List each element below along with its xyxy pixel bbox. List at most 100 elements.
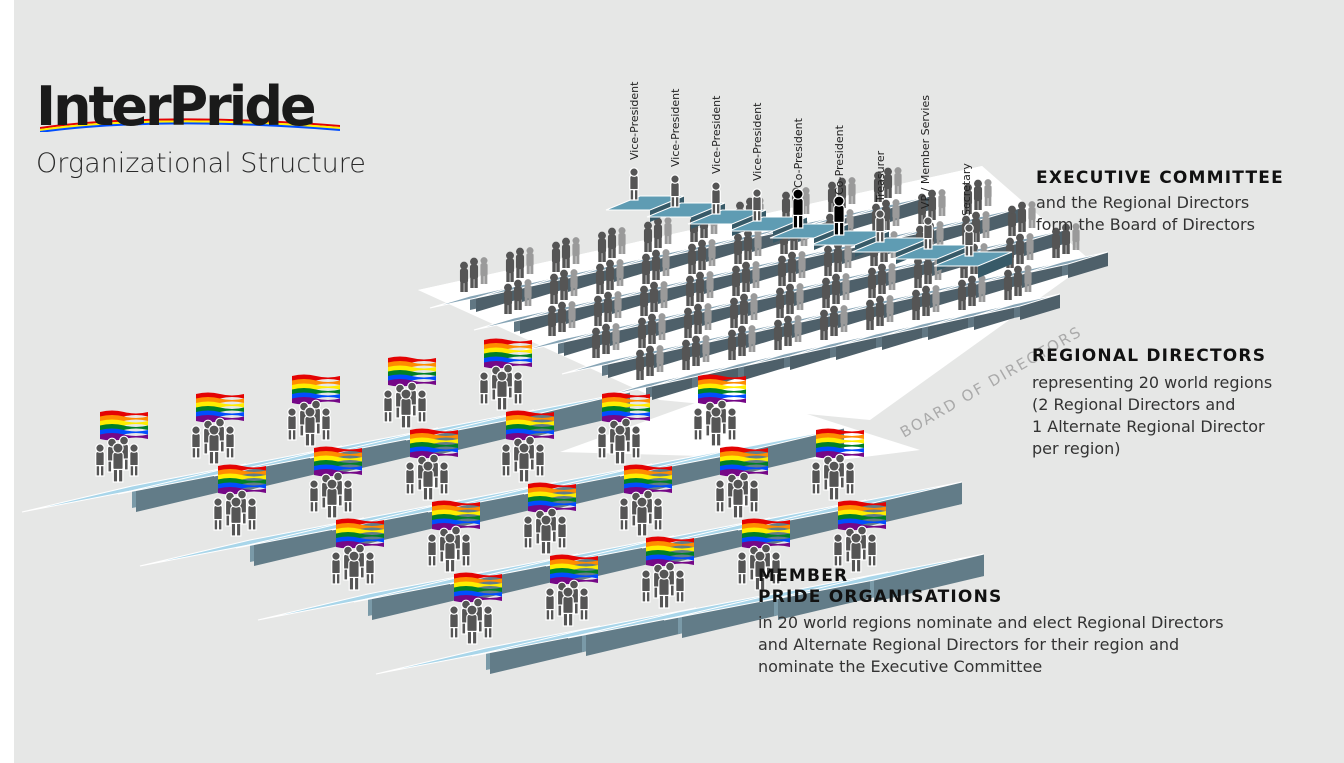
person-leg [736,286,740,296]
person-icon [693,407,703,441]
person-leg [700,228,704,238]
person-leg [878,192,882,202]
person-head [466,604,478,616]
member-tile [471,554,697,657]
person-head [732,478,744,490]
person-leg [516,268,520,278]
person-body [562,595,574,616]
person-leg [1010,258,1014,268]
member-heading-line-1: MEMBER [758,566,849,586]
person-body [741,268,751,284]
person-head [309,479,319,489]
person-body [557,522,567,540]
person-leg [602,252,606,262]
person-leg [702,260,706,270]
person-icon [326,478,338,519]
person-icon [773,319,783,350]
person-body [651,256,661,272]
person-icon [225,425,235,459]
person-leg [782,276,786,286]
person-icon [1024,265,1032,292]
person-body [681,346,691,362]
person-body [1072,229,1080,243]
person-head [830,305,838,314]
person-head [405,461,415,471]
person-head [912,289,920,298]
person-body [708,245,716,259]
person-leg [619,450,626,465]
person-leg [1026,251,1030,260]
person-body [461,540,471,558]
person-body [892,205,900,219]
person-leg [737,504,744,519]
person-head [568,301,576,309]
person-leg [631,514,637,527]
person-leg [880,252,884,262]
person-head [778,255,786,264]
person-body [208,433,220,454]
person-leg [1012,226,1016,236]
exec-line: and the Regional Directors [1036,193,1250,212]
person-head [688,243,696,252]
person-leg [650,302,654,312]
person-body [875,302,885,318]
person-body [549,280,559,296]
tile-top-face [605,195,685,211]
person-body [840,311,848,325]
person-leg [838,262,842,272]
person-head [802,187,810,195]
person-icon [649,281,659,312]
person-icon [653,217,663,248]
person-leg [548,326,552,336]
person-leg [568,319,572,328]
person-body [702,341,710,355]
person-icon [828,460,840,501]
person-leg [706,353,710,362]
person-leg [775,573,781,585]
regional-directors-heading: REGIONAL DIRECTORS [1032,346,1267,366]
exec-person-icon [875,209,885,243]
person-leg [230,522,237,537]
person-leg [753,501,759,513]
person-leg [759,576,766,591]
person-icon [683,307,693,338]
person-body [973,186,983,202]
person-head [598,231,606,240]
person-leg [968,204,972,214]
person-leg [710,225,714,234]
person-body [326,487,338,508]
person-leg [845,550,851,563]
person-body [557,308,567,324]
person-icon [702,335,710,362]
person-leg [664,235,668,244]
person-icon [524,279,532,306]
person-icon [545,587,555,621]
person-head [629,167,639,177]
person-body [913,264,923,280]
person-leg [797,214,804,229]
person-body [247,504,257,522]
person-body [480,263,488,277]
person-leg [359,566,365,579]
person-body [647,320,657,336]
person-leg [606,280,610,290]
person-leg [754,311,758,320]
person-icon [653,497,663,531]
person-icon [321,407,331,441]
person-head [1014,265,1022,274]
person-leg [117,468,124,483]
person-leg [400,414,407,429]
person-head [572,237,580,245]
person-head [326,478,338,490]
person-leg [321,496,327,509]
person-icon [637,317,647,348]
person-head [560,269,568,278]
person-leg [802,269,806,278]
person-head [247,497,257,507]
person-leg [732,350,736,360]
person-leg [688,328,692,338]
person-leg [744,314,748,324]
person-body [787,258,797,274]
person-leg [524,297,528,306]
person-leg [712,257,716,266]
